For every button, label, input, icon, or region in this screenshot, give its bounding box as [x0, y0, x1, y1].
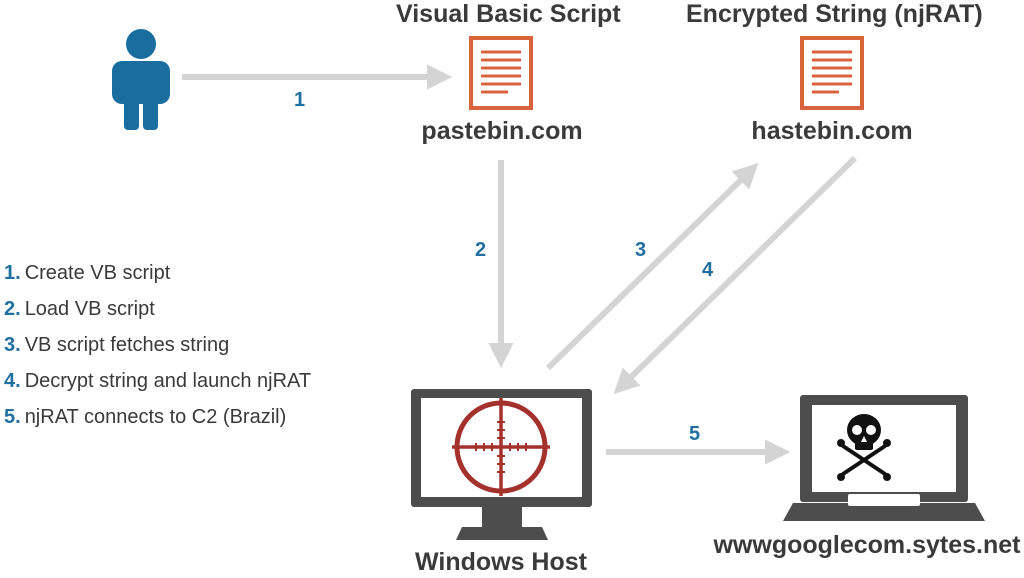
node-label-windows-host: Windows Host [415, 548, 587, 576]
document-icon [800, 36, 864, 110]
node-label-pastebin: pastebin.com [421, 117, 583, 145]
legend-text: Create VB script [24, 262, 171, 284]
legend-item: 1.Create VB script [4, 262, 364, 298]
step-number-4: 4 [702, 259, 714, 281]
document-icon [469, 36, 533, 110]
legend-text: VB script fetches string [24, 334, 230, 356]
legend-text: Decrypt string and launch njRAT [24, 370, 312, 392]
step-number-1: 1 [294, 89, 306, 111]
legend-number: 1. [4, 262, 21, 284]
laptop-skull-icon [783, 395, 985, 521]
legend-item: 2.Load VB script [4, 298, 364, 334]
step-number-2: 2 [475, 239, 487, 261]
legend-item: 4.Decrypt string and launch njRAT [4, 370, 364, 406]
legend-number: 4. [4, 370, 21, 392]
person-icon [112, 29, 170, 130]
arrow-3 [545, 162, 759, 371]
arrow-4 [613, 155, 858, 395]
node-title-pastebin: Visual Basic Script [396, 0, 621, 28]
legend: 1.Create VB script 2.Load VB script 3.VB… [4, 262, 364, 442]
legend-item: 3.VB script fetches string [4, 334, 364, 370]
legend-number: 2. [4, 298, 21, 320]
legend-item: 5.njRAT connects to C2 (Brazil) [4, 406, 364, 442]
legend-text: Load VB script [24, 298, 155, 320]
node-label-c2: wwwgooglecom.sytes.net [713, 531, 1021, 559]
step-number-3: 3 [635, 239, 647, 261]
monitor-crosshair-icon [411, 389, 592, 540]
node-title-hastebin: Encrypted String (njRAT) [686, 0, 983, 28]
legend-number: 3. [4, 334, 21, 356]
legend-number: 5. [4, 406, 21, 428]
node-label-hastebin: hastebin.com [751, 117, 913, 145]
legend-text: njRAT connects to C2 (Brazil) [24, 406, 287, 428]
step-number-5: 5 [689, 423, 701, 445]
